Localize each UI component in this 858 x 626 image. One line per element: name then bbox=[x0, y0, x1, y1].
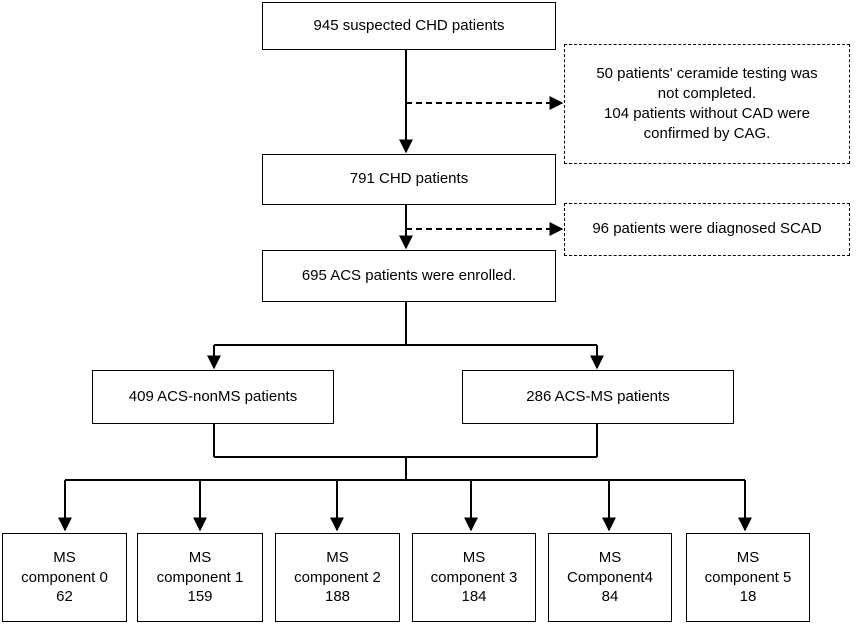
exclusion-box-1: 50 patients' ceramide testing was not co… bbox=[564, 44, 850, 164]
ms-component-1-box: MS component 1 159 bbox=[137, 533, 263, 622]
acs-nonms-text: 409 ACS-nonMS patients bbox=[128, 387, 298, 405]
component-0-label: MS bbox=[53, 549, 76, 567]
acs-enrolled-box: 695 ACS patients were enrolled. bbox=[262, 250, 556, 302]
component-5-name: component 5 bbox=[704, 568, 792, 586]
suspected-chd-text: 945 suspected CHD patients bbox=[313, 16, 505, 34]
component-1-name: component 1 bbox=[156, 568, 244, 586]
component-5-label: MS bbox=[736, 549, 760, 567]
acs-ms-box: 286 ACS-MS patients bbox=[462, 370, 734, 424]
component-2-label: MS bbox=[326, 549, 349, 567]
component-2-name: component 2 bbox=[294, 568, 381, 586]
suspected-chd-box: 945 suspected CHD patients bbox=[262, 2, 556, 50]
ms-component-2-box: MS component 2 188 bbox=[275, 533, 400, 622]
component-3-name: component 3 bbox=[430, 568, 518, 586]
exclusion-1-line-1: 50 patients' ceramide testing was bbox=[596, 64, 818, 82]
exclusion-1-line-3: 104 patients without CAD were bbox=[604, 105, 810, 122]
component-3-count: 184 bbox=[461, 588, 487, 606]
component-4-count: 84 bbox=[601, 588, 619, 606]
ms-component-3-box: MS component 3 184 bbox=[412, 533, 536, 622]
acs-ms-text: 286 ACS-MS patients bbox=[526, 387, 670, 405]
component-5-count: 18 bbox=[739, 588, 757, 606]
ms-component-4-box: MS Component4 84 bbox=[548, 533, 672, 622]
component-1-label: MS bbox=[188, 549, 212, 567]
component-0-name: component 0 bbox=[21, 568, 108, 586]
component-1-count: 159 bbox=[187, 588, 213, 606]
component-4-label: MS bbox=[598, 549, 622, 567]
acs-nonms-box: 409 ACS-nonMS patients bbox=[92, 370, 334, 424]
exclusion-box-2: 96 patients were diagnosed SCAD bbox=[564, 203, 850, 256]
component-4-name: Component4 bbox=[567, 568, 653, 586]
chd-patients-text: 791 CHD patients bbox=[349, 170, 469, 188]
exclusion-1-line-2: not completed. bbox=[657, 84, 757, 102]
exclusion-1-line-4: confirmed by CAG. bbox=[643, 125, 771, 143]
component-3-label: MS bbox=[462, 549, 486, 567]
chd-patients-box: 791 CHD patients bbox=[262, 154, 556, 205]
exclusion-2-text: 96 patients were diagnosed SCAD bbox=[592, 220, 822, 238]
component-2-count: 188 bbox=[324, 588, 351, 606]
ms-component-5-box: MS component 5 18 bbox=[686, 533, 810, 622]
component-0-count: 62 bbox=[56, 588, 73, 606]
acs-enrolled-text: 695 ACS patients were enrolled. bbox=[301, 266, 517, 284]
ms-component-0-box: MS component 0 62 bbox=[2, 533, 127, 622]
